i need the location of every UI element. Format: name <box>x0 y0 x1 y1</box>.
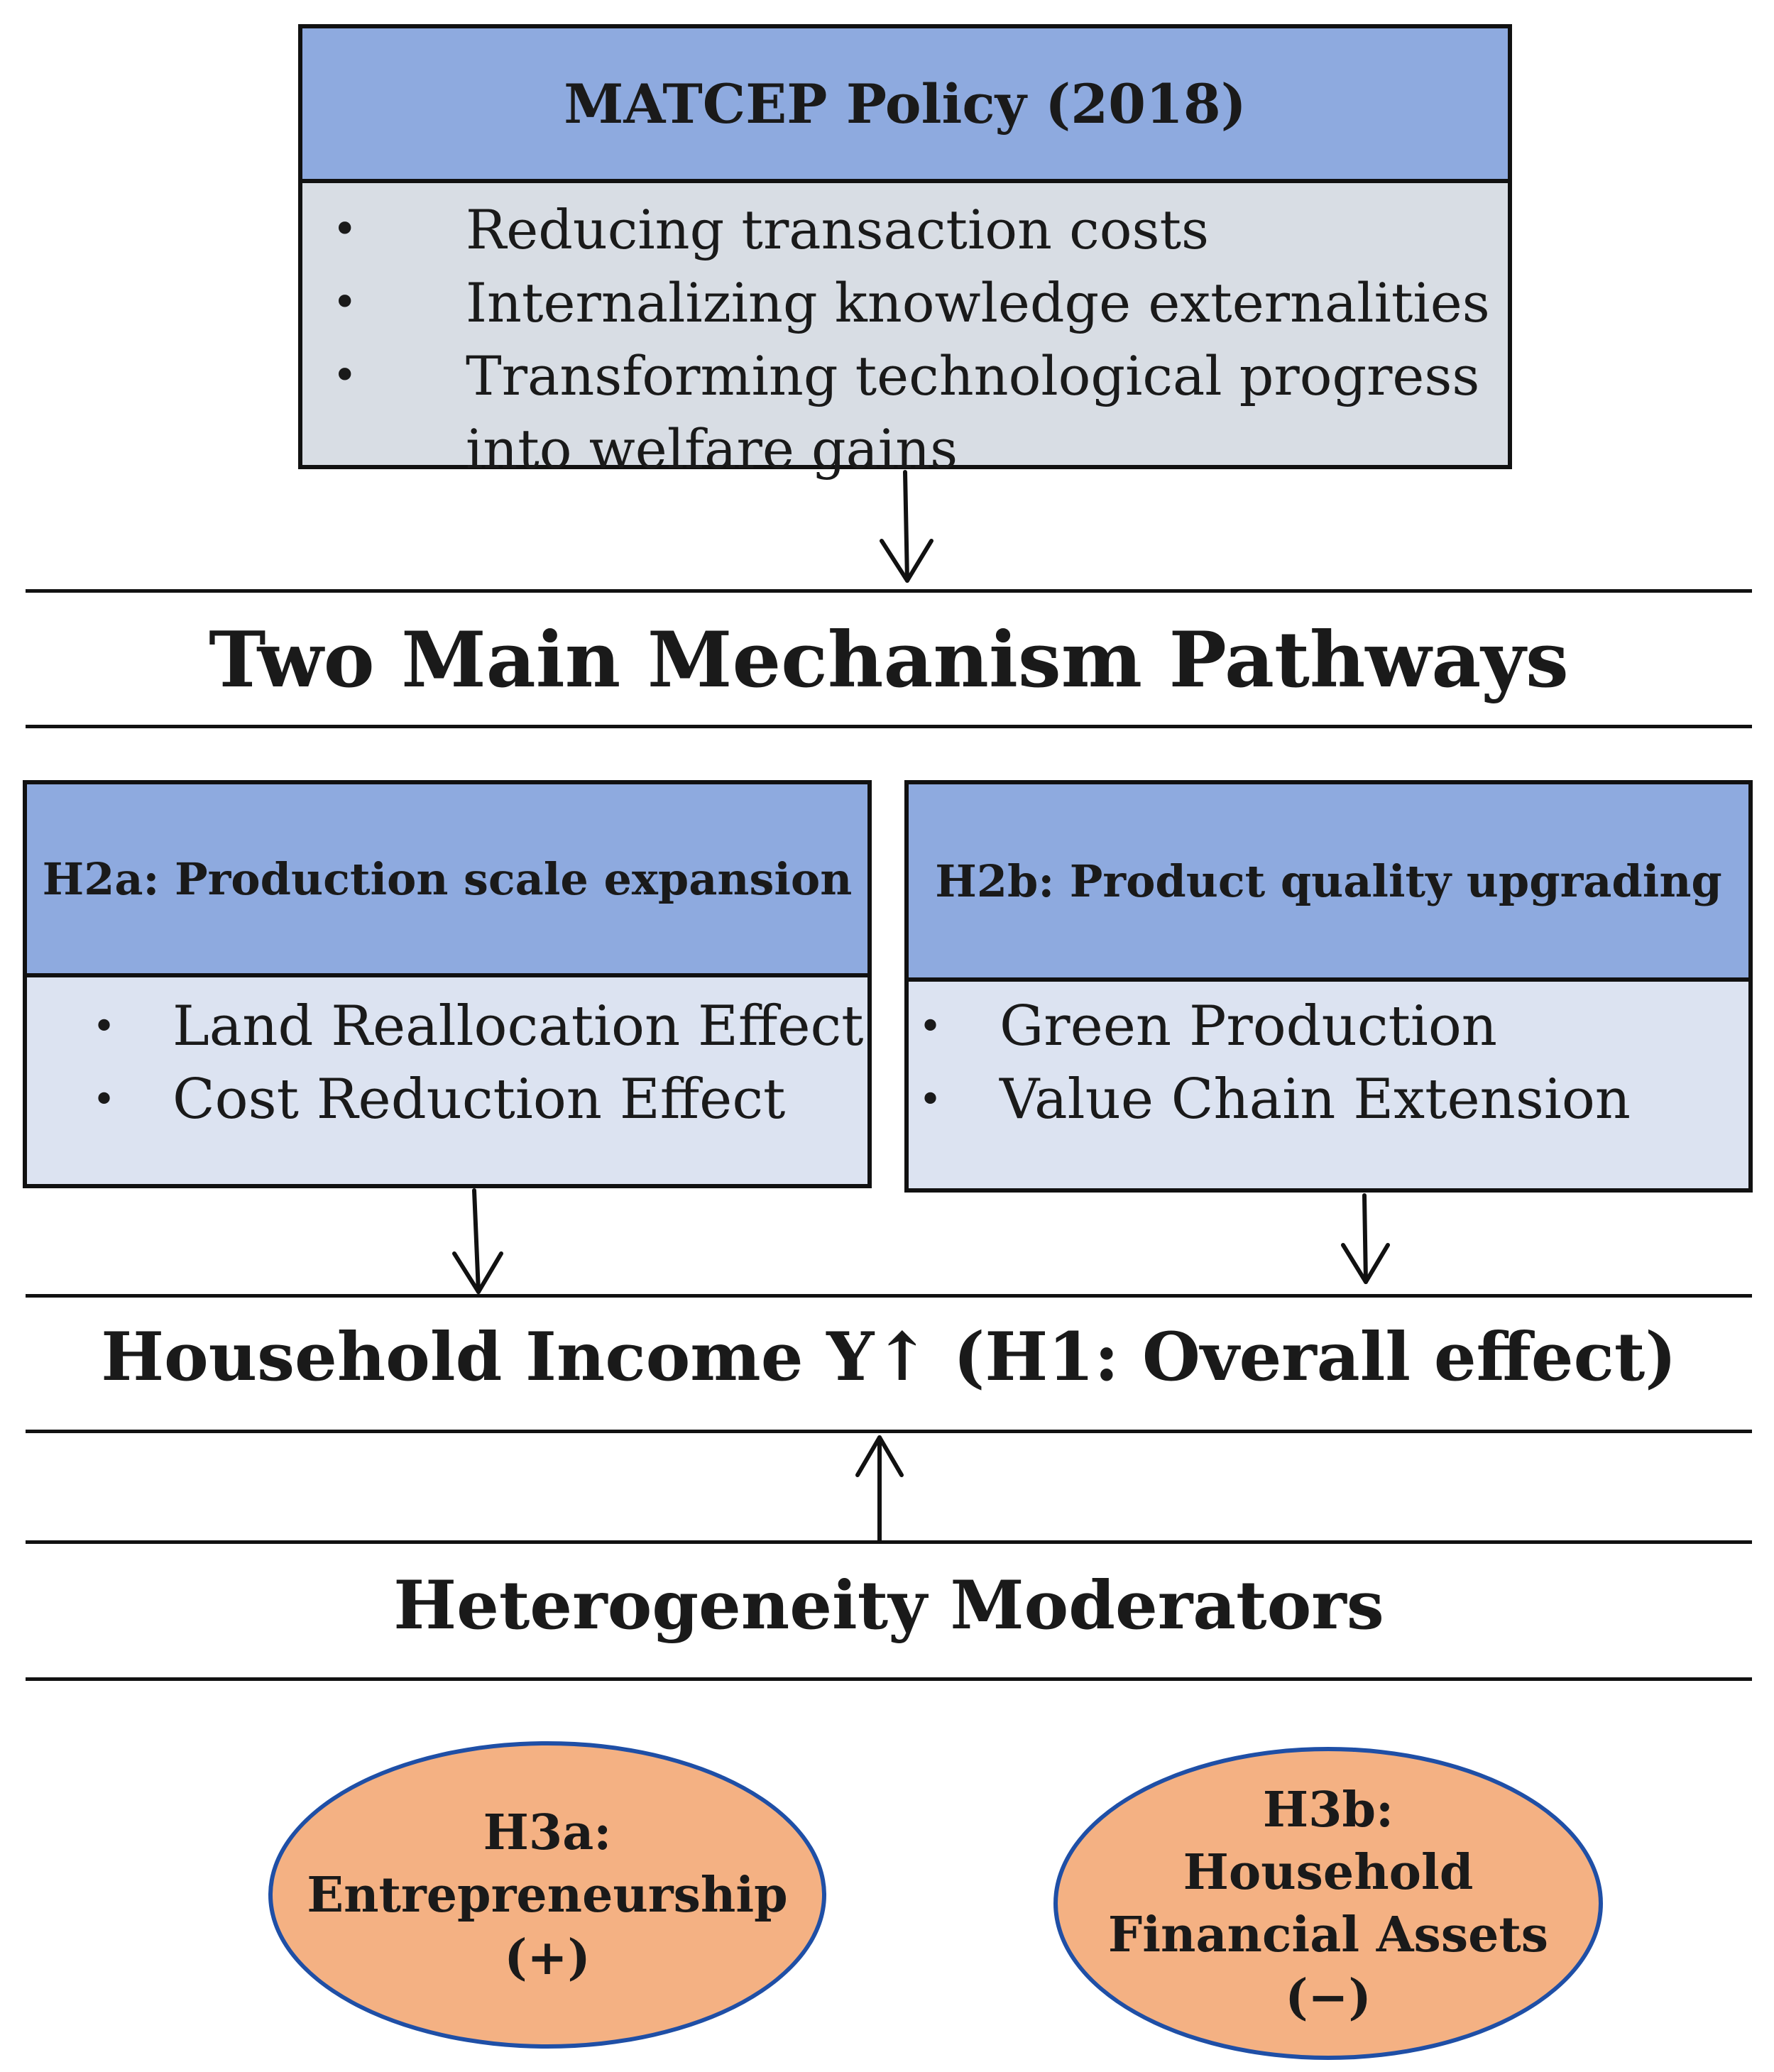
divider-line <box>26 725 1752 728</box>
bullet-icon: • <box>332 278 358 327</box>
h2a-title: H2a: Production scale expansion <box>27 784 867 977</box>
policy-item-text: Internalizing knowledge externalities <box>466 271 1490 334</box>
h2a-item-list: • Land Reallocation Effect • Cost Reductio… <box>27 990 867 1136</box>
policy-box: MATCEP Policy (2018) • Reducing transacti… <box>298 24 1512 481</box>
h3a-ellipse: H3a: Entrepreneurship (+) <box>268 1741 826 2049</box>
arrow-down-icon <box>880 470 933 583</box>
h2b-title: H2b: Product quality upgrading <box>909 784 1748 982</box>
policy-item-text: Reducing transaction costs <box>466 198 1210 261</box>
policy-item-text: Transforming technological progress <box>466 344 1480 407</box>
h2a-box: H2a: Production scale expansion • Land Re… <box>23 780 872 1188</box>
policy-item: • Reducing transaction costs <box>302 193 1508 266</box>
income-title: Household Income Y↑ (H1: Overall effect) <box>101 1318 1677 1396</box>
h2b-item: • Green Production <box>909 990 1748 1063</box>
h3a-label: H3a: <box>483 1804 612 1861</box>
h3b-label: Financial Assets <box>1107 1906 1549 1963</box>
h2b-item-text: Value Chain Extension <box>1000 1068 1631 1131</box>
policy-item-list: • Reducing transaction costs • Internalizi… <box>302 193 1508 486</box>
h3a-label: (+) <box>504 1929 591 1986</box>
pathways-title: Two Main Mechanism Pathways <box>209 615 1569 705</box>
arrow-down-icon <box>1341 1193 1390 1284</box>
policy-item-continuation: into welfare gains <box>302 412 1508 486</box>
h2a-item-text: Land Reallocation Effect <box>173 994 864 1058</box>
h2a-item: • Cost Reduction Effect <box>27 1063 867 1136</box>
bullet-icon: • <box>332 204 358 254</box>
h3b-label: (−) <box>1285 1968 1371 2026</box>
arrow-down-icon <box>452 1188 503 1294</box>
h3b-label: Household <box>1183 1843 1474 1901</box>
h2a-item-text: Cost Reduction Effect <box>173 1068 786 1131</box>
bullet-icon: • <box>919 1004 943 1050</box>
policy-item-text: into welfare gains <box>466 417 958 481</box>
bullet-icon: • <box>92 1004 116 1050</box>
h3b-ellipse: H3b: Household Financial Assets (−) <box>1053 1747 1603 2060</box>
divider-line <box>26 1540 1752 1544</box>
h3a-label: Entrepreneurship <box>307 1866 788 1924</box>
policy-item: • Internalizing knowledge externalities <box>302 266 1508 339</box>
divider-line <box>26 1430 1752 1433</box>
moderators-title: Heterogeneity Moderators <box>393 1567 1384 1645</box>
h2b-item: • Value Chain Extension <box>909 1063 1748 1136</box>
bullet-icon: • <box>92 1077 116 1123</box>
h2b-item-list: • Green Production • Value Chain Extension <box>909 990 1748 1136</box>
h2b-box: H2b: Product quality upgrading • Green Pr… <box>904 780 1753 1193</box>
bullet-icon: • <box>919 1077 943 1123</box>
bullet-icon: • <box>332 351 358 400</box>
h2a-item: • Land Reallocation Effect <box>27 990 867 1063</box>
policy-item: • Transforming technological progress <box>302 339 1508 412</box>
h2b-item-text: Green Production <box>1000 994 1498 1058</box>
h3b-label: H3b: <box>1262 1781 1394 1838</box>
divider-line <box>26 1294 1752 1298</box>
divider-line <box>26 1677 1752 1681</box>
arrow-up-icon <box>855 1435 904 1542</box>
divider-line <box>26 589 1752 593</box>
policy-title: MATCEP Policy (2018) <box>302 28 1508 183</box>
